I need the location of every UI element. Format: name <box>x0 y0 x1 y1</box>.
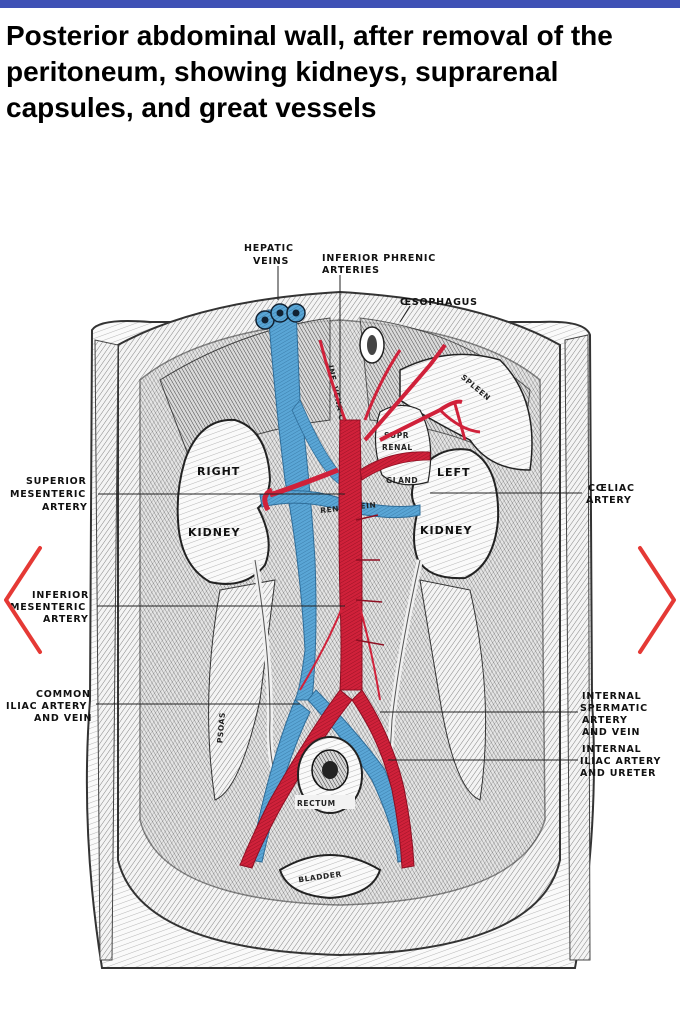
label-sup-mes-3: ARTERY <box>42 502 88 513</box>
arterial-system <box>239 339 481 869</box>
label-phrenic-2: ARTERIES <box>322 265 380 276</box>
label-common-iliac-3: AND VEIN <box>34 713 92 724</box>
bladder: BLADDER <box>278 854 382 900</box>
label-hepatic-2: VEINS <box>253 256 289 267</box>
anatomy-illustration: SPLEEN PSOAS RIGHT KIDNEY LEFT KIDNEY SU… <box>0 228 680 978</box>
label-int-sperm-1: INTERNAL <box>582 691 642 702</box>
psoas-right <box>208 579 276 801</box>
page-title: Posterior abdominal wall, after removal … <box>6 20 613 123</box>
right-kidney-label: KIDNEY <box>188 526 240 539</box>
label-oesophagus: ŒSOPHAGUS <box>400 297 478 308</box>
label-inf-mes-3: ARTERY <box>43 614 89 625</box>
oesophagus-lumen <box>367 335 377 355</box>
label-int-iliac-1: INTERNAL <box>582 744 642 755</box>
psoas-label: PSOAS <box>215 712 227 744</box>
label-inf-mes-2: MESENTERIC <box>10 602 86 613</box>
label-common-iliac-1: COMMON <box>36 689 91 700</box>
label-coeliac-1: CŒLIAC <box>588 483 635 494</box>
label-coeliac-2: ARTERY <box>586 495 632 506</box>
rectum: RECTUM <box>295 736 363 814</box>
supra-label-1: SUPR <box>384 431 409 440</box>
leader-lines <box>96 266 582 761</box>
label-int-iliac-2: ILIAC ARTERY <box>580 756 661 767</box>
figure-labels: HEPATIC VEINS INFERIOR PHRENIC ARTERIES … <box>6 243 661 779</box>
psoas-left <box>419 579 487 801</box>
left-kidney-label: KIDNEY <box>420 524 472 537</box>
label-inf-mes-1: INFERIOR <box>32 590 89 601</box>
hepatic-veins <box>255 303 306 330</box>
label-int-sperm-3: ARTERY <box>582 715 628 726</box>
gland-label: GLAND <box>386 476 418 485</box>
chevron-right-icon <box>638 546 676 654</box>
right-kidney: RIGHT KIDNEY <box>176 418 272 585</box>
next-image-button[interactable] <box>634 540 680 660</box>
label-hepatic-1: HEPATIC <box>244 243 294 254</box>
top-accent-bar <box>0 0 680 8</box>
spleen: SPLEEN <box>399 353 533 471</box>
left-label: LEFT <box>437 466 471 479</box>
label-sup-mes-1: SUPERIOR <box>26 476 87 487</box>
label-sup-mes-2: MESENTERIC <box>10 489 86 500</box>
chevron-left-icon <box>4 546 42 654</box>
supra-label-2: RENAL <box>382 443 413 452</box>
label-int-sperm-2: SPERMATIC <box>580 703 648 714</box>
previous-image-button[interactable] <box>0 540 46 660</box>
label-int-sperm-4: AND VEIN <box>582 727 640 738</box>
label-common-iliac-2: ILIAC ARTERY <box>6 701 87 712</box>
label-int-iliac-3: AND URETER <box>580 768 656 779</box>
rectum-label: RECTUM <box>297 799 336 808</box>
right-label: RIGHT <box>197 465 240 478</box>
label-phrenic-1: INFERIOR PHRENIC <box>322 253 436 264</box>
